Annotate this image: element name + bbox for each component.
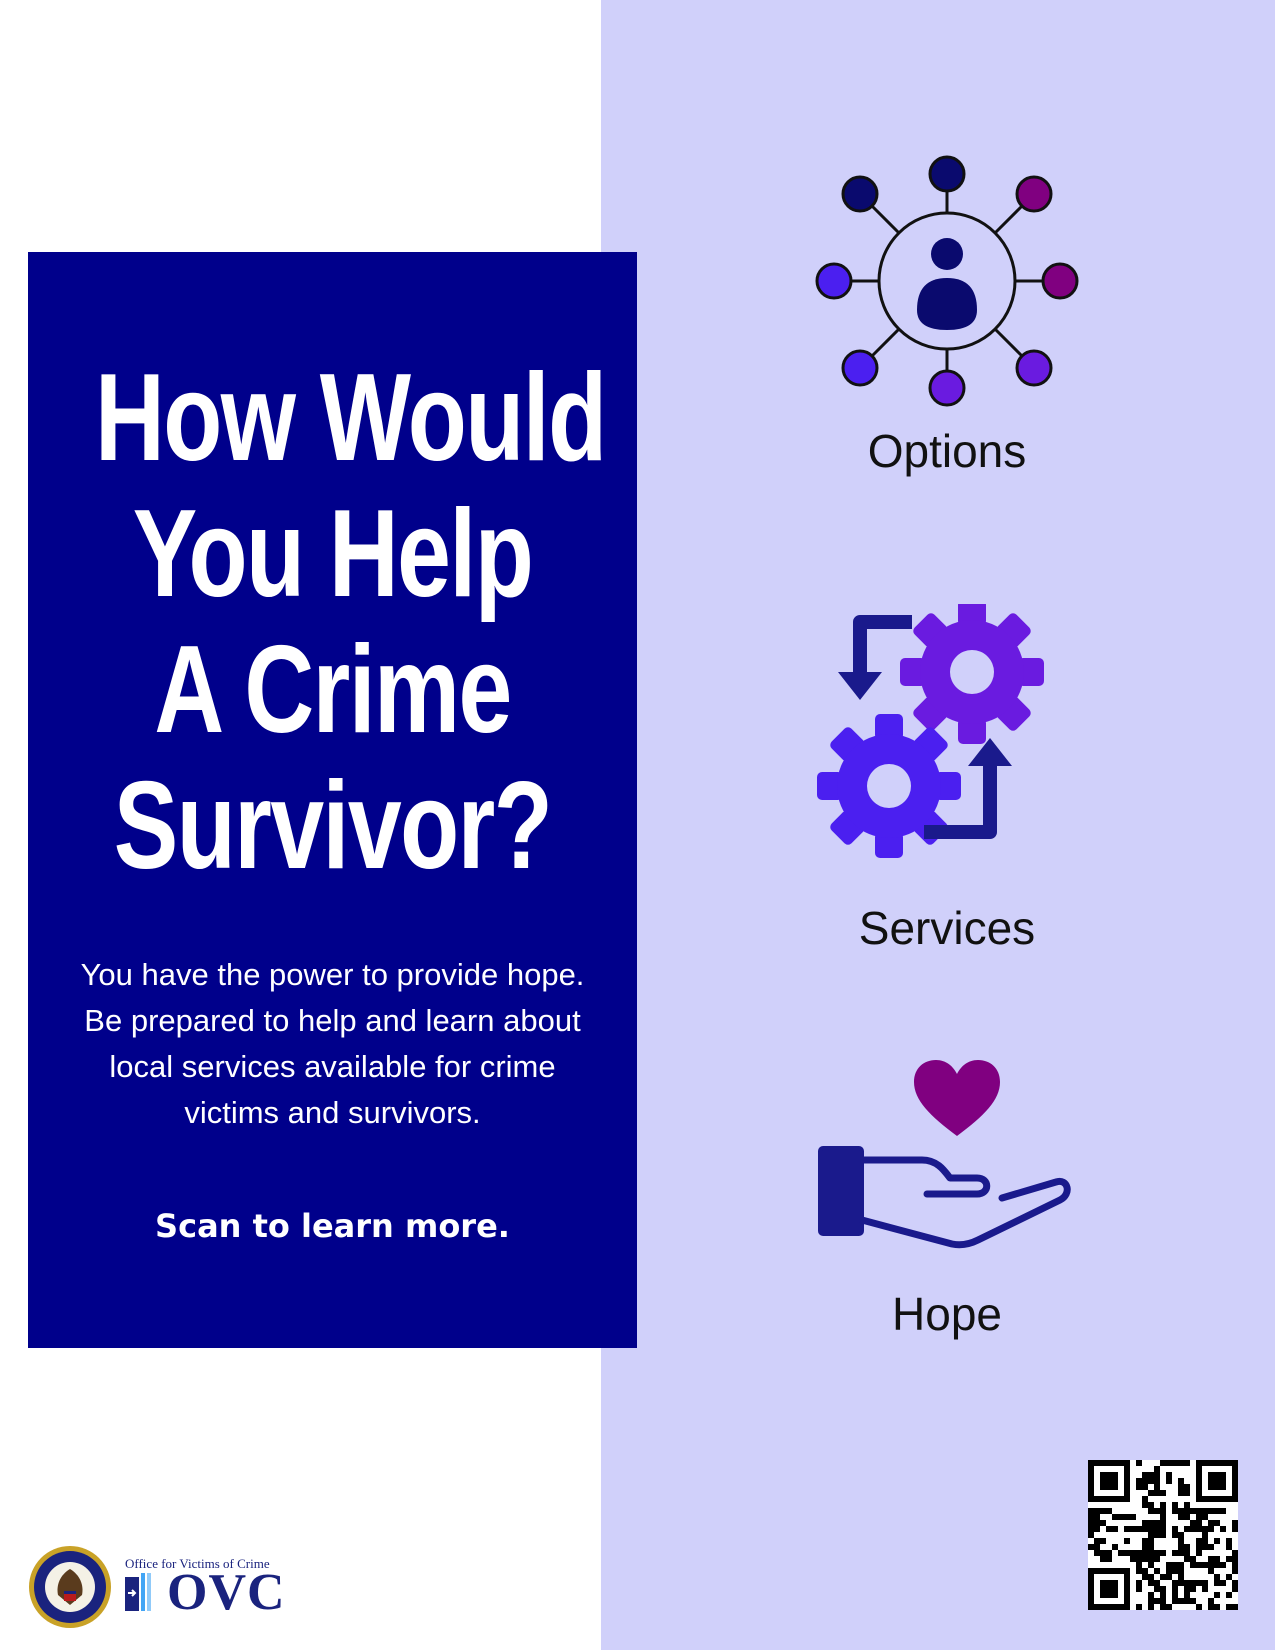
- title-line: Survivor?: [113, 757, 553, 895]
- body-line: You have the power to provide hope.: [80, 957, 585, 992]
- title-line: How Would: [94, 349, 607, 487]
- ovc-door-icon: [125, 1573, 151, 1611]
- hope-label: Hope: [892, 1288, 1002, 1340]
- org-name: Office for Victims of Crime: [125, 1556, 270, 1571]
- headline-panel: How Would You Help A Crime Survivor? You…: [28, 252, 637, 1348]
- body-paragraph: You have the power to provide hope. Be p…: [68, 952, 597, 1136]
- qr-code-icon[interactable]: [1088, 1460, 1238, 1610]
- services-label: Services: [858, 902, 1036, 954]
- doj-seal-icon: [29, 1546, 111, 1628]
- options-label: Options: [867, 425, 1027, 477]
- org-abbr: OVC: [167, 1564, 286, 1621]
- gears-cycle-icon: [817, 604, 1044, 858]
- body-line: victims and survivors.: [184, 1095, 481, 1130]
- body-line: local services available for crime: [109, 1049, 556, 1084]
- hand-heart-icon: [818, 1060, 1071, 1249]
- scan-cta: Scan to learn more.: [155, 1207, 510, 1245]
- title-line: A Crime: [154, 621, 512, 759]
- title-line: You Help: [132, 485, 534, 623]
- body-line: Be prepared to help and learn about: [84, 1003, 581, 1038]
- page-title: How Would You Help A Crime Survivor?: [94, 349, 607, 895]
- network-person-icon: [815, 155, 1079, 407]
